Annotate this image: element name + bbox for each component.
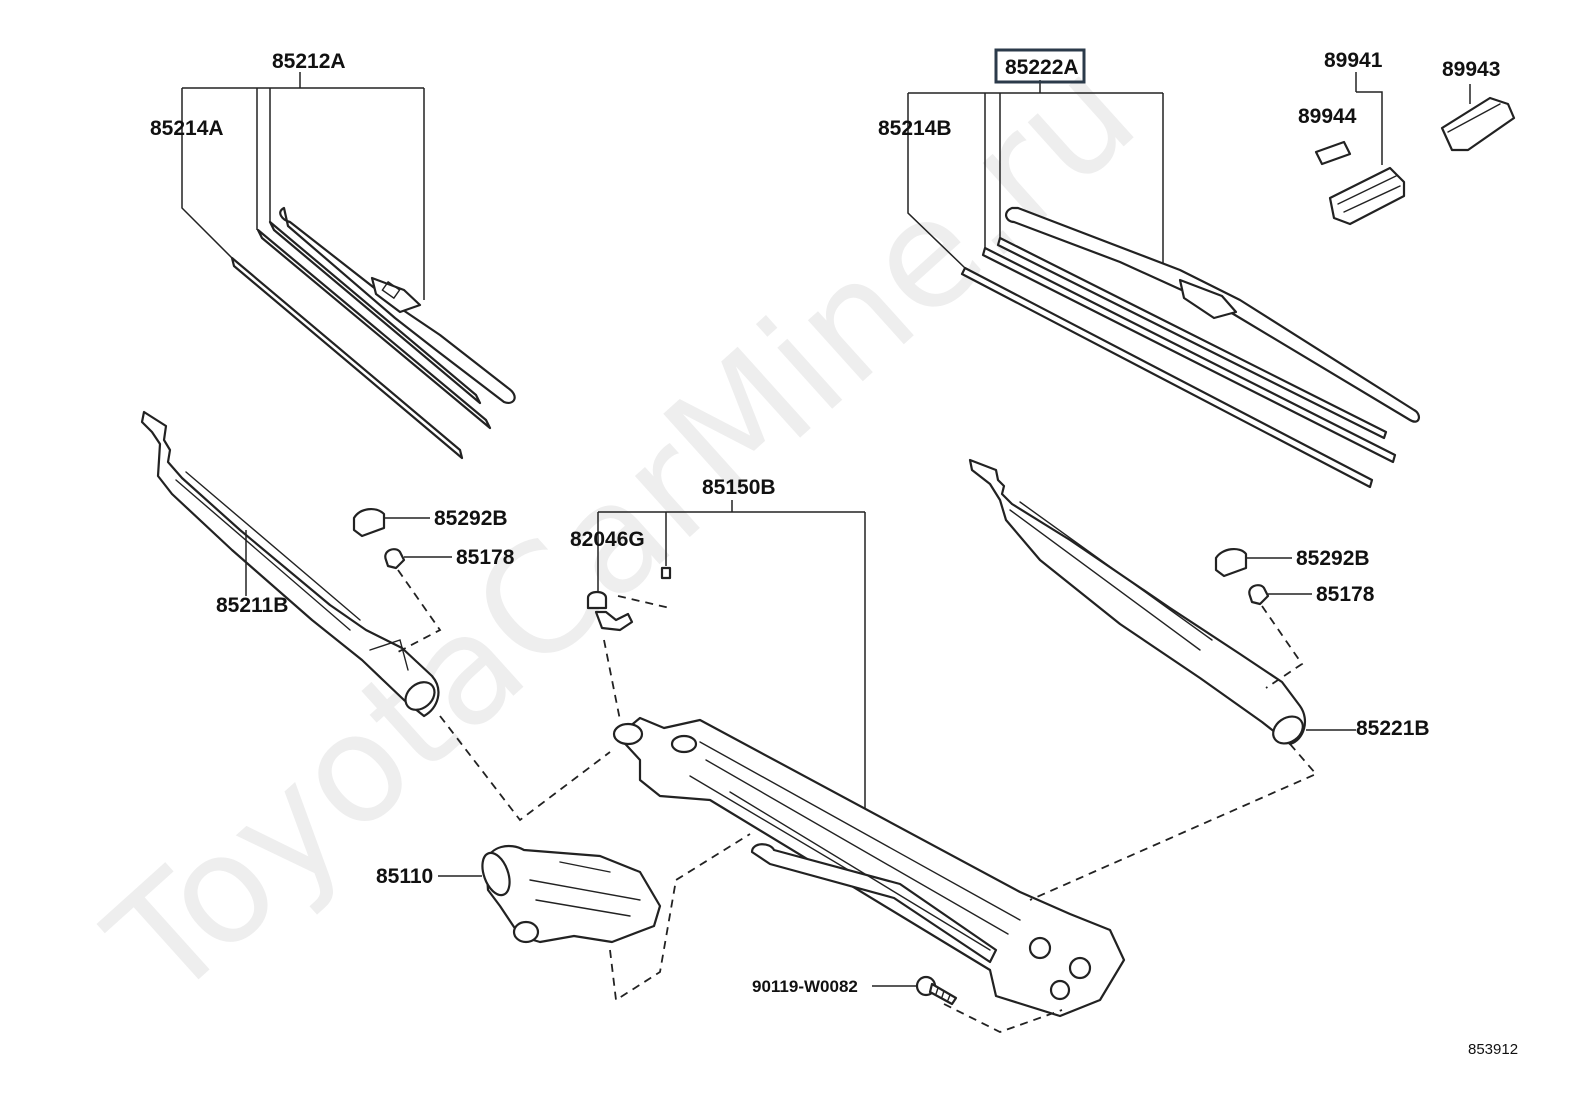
label-85214A[interactable]: 85214A bbox=[150, 117, 224, 140]
highlight-box-85222A bbox=[994, 48, 1086, 84]
left-wiper-arm bbox=[140, 410, 440, 718]
bolt-90119 bbox=[872, 975, 1063, 1033]
label-82046G[interactable]: 82046G bbox=[570, 528, 645, 551]
label-85222A[interactable]: 85222A bbox=[1005, 56, 1079, 79]
label-85221B[interactable]: 85221B bbox=[1356, 717, 1430, 740]
label-85178-right[interactable]: 85178 bbox=[1316, 583, 1375, 606]
label-90119-W0082[interactable]: 90119-W0082 bbox=[752, 977, 858, 996]
label-85212A[interactable]: 85212A bbox=[272, 50, 346, 73]
left-wiper-blade-group bbox=[181, 87, 516, 460]
right-wiper-arm bbox=[968, 458, 1307, 746]
label-85211B[interactable]: 85211B bbox=[216, 594, 288, 617]
wiper-linkage bbox=[439, 500, 1318, 1018]
label-85110[interactable]: 85110 bbox=[376, 865, 433, 888]
diagram-id: 853912 bbox=[1468, 1041, 1518, 1058]
label-89941[interactable]: 89941 bbox=[1324, 49, 1383, 72]
label-85292B-right[interactable]: 85292B bbox=[1296, 547, 1370, 570]
wiper-motor bbox=[438, 833, 751, 1002]
label-85178-left[interactable]: 85178 bbox=[456, 546, 515, 569]
clip-parts-group bbox=[1314, 91, 1516, 226]
right-small-parts bbox=[1214, 548, 1312, 689]
label-85292B-left[interactable]: 85292B bbox=[434, 507, 508, 530]
label-85214B[interactable]: 85214B bbox=[878, 117, 952, 140]
right-wiper-blade-group bbox=[907, 92, 1420, 489]
label-89943[interactable]: 89943 bbox=[1442, 58, 1500, 81]
label-85150B[interactable]: 85150B bbox=[702, 476, 776, 499]
label-89944[interactable]: 89944 bbox=[1298, 105, 1357, 128]
left-small-parts bbox=[352, 508, 452, 653]
